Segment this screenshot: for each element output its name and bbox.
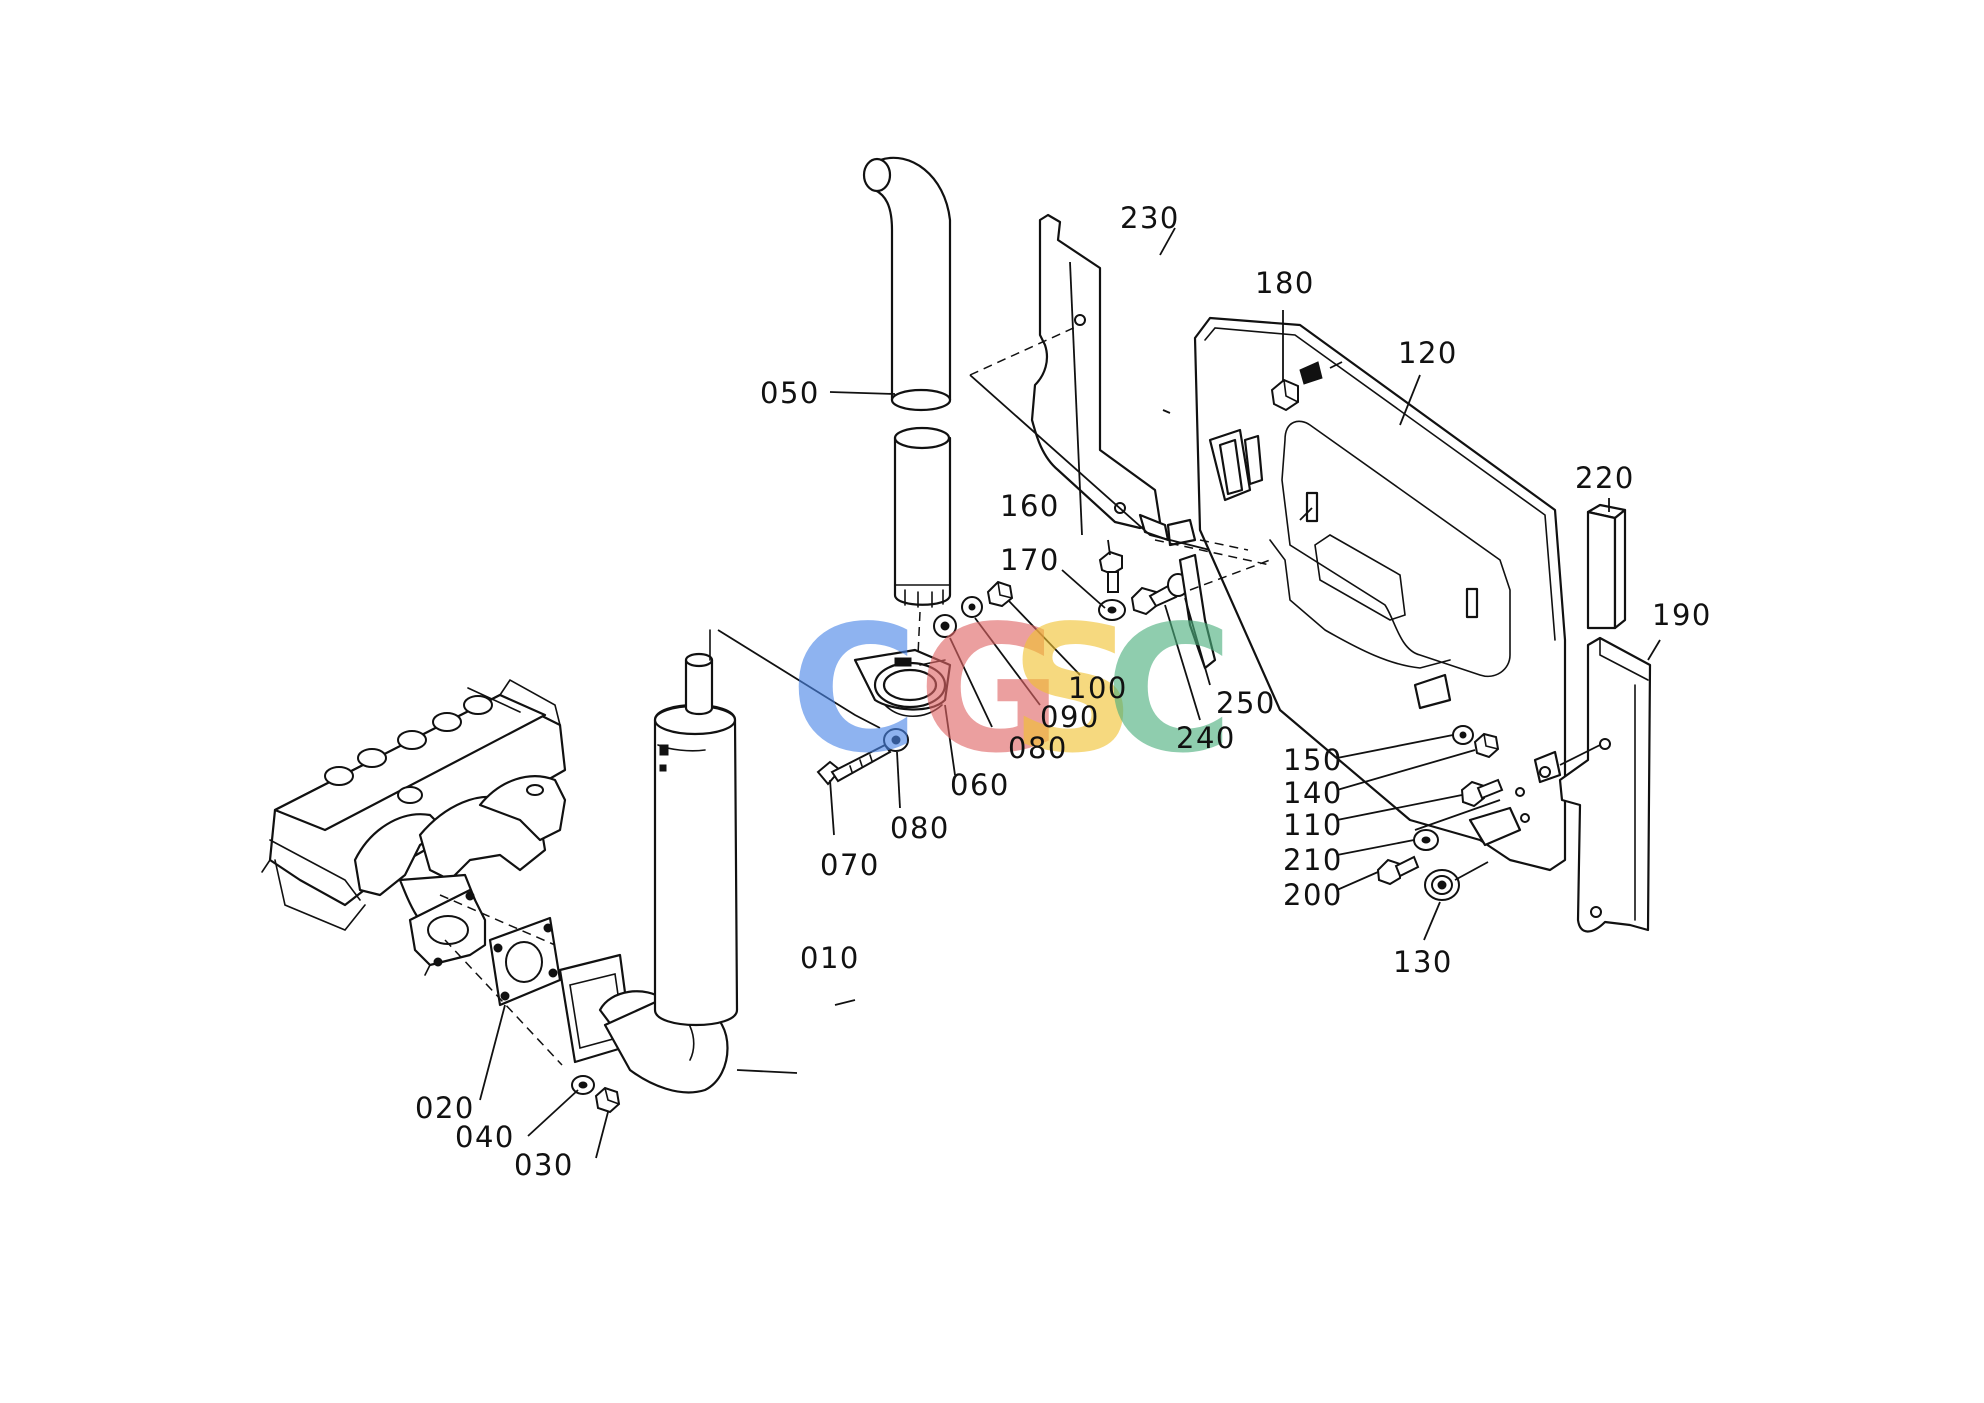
washer-170 [1098,599,1126,621]
bolt-200 [1376,855,1420,886]
tail-pipe-050 [862,156,952,608]
label-090: 090 [1040,700,1100,734]
spacer-250 [1167,553,1217,670]
washer-210 [1413,829,1439,851]
washer-080-left [883,728,909,752]
bolt-160 [1098,550,1123,593]
bolt-070 [816,743,892,786]
muffler-010 [558,652,739,1094]
washer-140 [1473,732,1500,759]
washer-080-right [933,614,957,638]
watermark-letter-g: G [918,589,1062,792]
label-150: 150 [1283,743,1343,777]
leader-lines [479,227,1661,1159]
label-080-left: 080 [890,811,950,845]
nut-030 [594,1086,621,1114]
label-170: 170 [1000,543,1060,577]
gasket-020 [488,916,562,1007]
label-220: 220 [1575,461,1635,495]
label-160: 160 [1000,489,1060,523]
label-110: 110 [1283,808,1343,842]
label-190: 190 [1652,598,1712,632]
plate-190 [1558,636,1652,933]
watermark-letter-s: S [1010,589,1136,792]
label-200: 200 [1283,878,1343,912]
lock-washer-090 [961,596,983,618]
label-250: 250 [1216,686,1276,720]
label-140: 140 [1283,776,1343,810]
rubber-strip-220 [1586,503,1627,630]
label-100: 100 [1068,671,1128,705]
label-050: 050 [760,376,820,410]
label-210: 210 [1283,843,1343,877]
label-230: 230 [1120,201,1180,235]
nut-150 [1452,725,1474,745]
engine-block [261,678,567,976]
label-130: 130 [1393,945,1453,979]
label-070: 070 [820,848,880,882]
label-020: 020 [415,1091,475,1125]
grommet-130 [1424,869,1460,901]
nut-180 [1270,378,1299,412]
nut-100 [986,580,1014,608]
part-labels: 010 020 030 040 050 060 070 080 080 090 … [415,201,1712,1182]
clamp-060 [853,648,952,717]
label-080-right: 080 [1008,731,1068,765]
label-120: 120 [1398,336,1458,370]
label-040: 040 [455,1120,515,1154]
label-010: 010 [800,941,860,975]
watermark-logo: C G S C [790,589,1233,792]
panel-120 [1193,316,1567,872]
label-180: 180 [1255,266,1315,300]
label-240: 240 [1176,721,1236,755]
watermark-letter-c2: C [1105,589,1233,792]
label-060: 060 [950,768,1010,802]
label-030: 030 [514,1148,574,1182]
bolt-110 [1460,778,1504,808]
watermark-letter-c1: C [790,589,918,792]
